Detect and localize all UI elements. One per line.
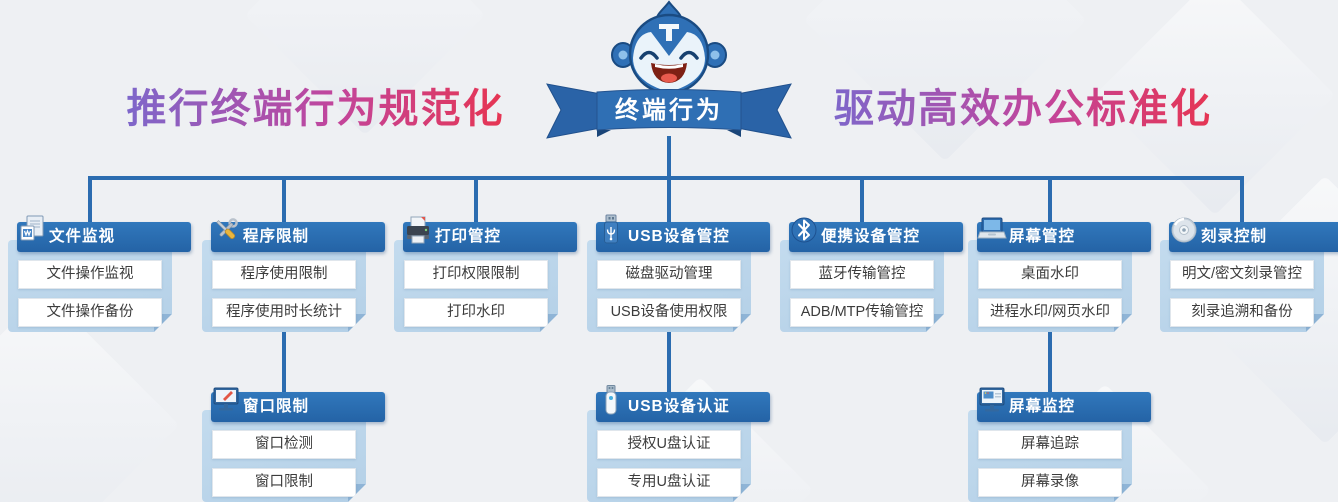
right-headline: 驱动高效办公标准化 [823,84,1223,134]
usb-stick-icon [596,384,626,416]
bluetooth-icon [789,214,819,246]
feature-item: 文件操作备份 [18,298,162,327]
group-portable-device-control: 便携设备管控 蓝牙传输管控 ADB/MTP传输管控 [780,217,963,332]
feature-item: USB设备使用权限 [597,298,741,327]
connector-drop [282,176,286,224]
group-panel: 屏幕追踪 屏幕录像 [968,410,1132,502]
feature-item: 蓝牙传输管控 [790,260,934,289]
connector-drop [88,176,92,224]
group-screen-control: 屏幕管控 桌面水印 进程水印/网页水印 [968,217,1151,332]
group-panel: 授权U盘认证 专用U盘认证 [587,410,751,502]
background-cube [803,0,1087,162]
group-header-label: USB设备管控 [628,228,730,245]
connector-sub-drop [1048,326,1052,396]
feature-item: 打印权限限制 [404,260,548,289]
group-header: 窗口限制 [211,387,385,422]
documents-icon [17,214,47,246]
feature-item: 文件操作监视 [18,260,162,289]
group-header-label: 屏幕监控 [1009,398,1076,415]
connector-drop [860,176,864,224]
group-file-monitor: 文件监视 文件操作监视 文件操作备份 [8,215,191,332]
printer-icon [403,214,433,246]
group-header: 文件监视 [17,215,191,252]
group-usb-auth: USB设备认证 授权U盘认证 专用U盘认证 [587,385,770,502]
connector-drop [1240,176,1244,224]
feature-item: 明文/密文刻录管控 [1170,260,1314,289]
laptop-icon [977,214,1007,246]
feature-item: ADB/MTP传输管控 [790,298,934,327]
group-header-label: 便携设备管控 [821,228,921,245]
group-print-control: 打印管控 打印权限限制 打印水印 [394,216,577,332]
monkey-mascot [611,0,727,95]
feature-item: 刻录追溯和备份 [1170,298,1314,327]
group-panel: 蓝牙传输管控 ADB/MTP传输管控 [780,240,944,332]
group-header: 屏幕管控 [977,217,1151,252]
group-usb-device-control: USB设备管控 磁盘驱动管理 USB设备使用权限 [587,214,770,332]
group-panel: 明文/密文刻录管控 刻录追溯和备份 [1160,240,1324,332]
group-window-limit: 窗口限制 窗口检测 窗口限制 [202,387,385,502]
group-header: 便携设备管控 [789,217,963,252]
group-header-label: 刻录控制 [1201,228,1268,245]
group-header-label: USB设备认证 [628,398,730,415]
group-header-label: 屏幕管控 [1009,228,1076,245]
group-header-label: 文件监视 [49,228,116,245]
feature-item: 程序使用限制 [212,260,356,289]
feature-item: 桌面水印 [978,260,1122,289]
group-panel: 桌面水印 进程水印/网页水印 [968,240,1132,332]
connector-trunk [667,136,671,224]
group-program-limit: 程序限制 程序使用限制 程序使用时长统计 [202,218,385,332]
feature-item: 屏幕追踪 [978,430,1122,459]
connector-horizontal [88,176,1244,180]
group-header-label: 打印管控 [435,228,502,245]
group-panel: 磁盘驱动管理 USB设备使用权限 [587,240,751,332]
feature-item: 屏幕录像 [978,468,1122,497]
feature-item: 磁盘驱动管理 [597,260,741,289]
monitor-record-icon [977,384,1007,416]
group-panel: 打印权限限制 打印水印 [394,240,558,332]
group-header: USB设备认证 [596,385,770,422]
group-header-label: 程序限制 [243,228,310,245]
group-header: 屏幕监控 [977,387,1151,422]
group-burn-control: 刻录控制 明文/密文刻录管控 刻录追溯和备份 [1160,217,1338,332]
disc-icon [1169,214,1199,246]
monitor-pen-icon [211,384,241,416]
usb-drive-icon [596,214,626,246]
group-header: USB设备管控 [596,214,770,252]
feature-item: 窗口限制 [212,468,356,497]
group-screen-monitor: 屏幕监控 屏幕追踪 屏幕录像 [968,387,1151,502]
feature-item: 窗口检测 [212,430,356,459]
group-header: 刻录控制 [1169,217,1338,252]
connector-drop [1048,176,1052,224]
group-header-label: 窗口限制 [243,398,310,415]
connector-sub-drop [282,326,286,396]
feature-item: 打印水印 [404,298,548,327]
group-header: 打印管控 [403,216,577,252]
group-header: 程序限制 [211,218,385,252]
feature-item: 授权U盘认证 [597,430,741,459]
feature-item: 进程水印/网页水印 [978,298,1122,327]
ribbon-banner [546,83,792,139]
group-panel: 程序使用限制 程序使用时长统计 [202,240,366,332]
group-panel: 文件操作监视 文件操作备份 [8,240,172,332]
connector-drop [474,176,478,224]
group-panel: 窗口检测 窗口限制 [202,410,366,502]
left-headline: 推行终端行为规范化 [118,84,513,134]
connector-sub-drop [667,326,671,396]
tools-icon [211,214,241,246]
feature-item: 专用U盘认证 [597,468,741,497]
feature-item: 程序使用时长统计 [212,298,356,327]
banner-title: 终端行为 [615,97,723,124]
